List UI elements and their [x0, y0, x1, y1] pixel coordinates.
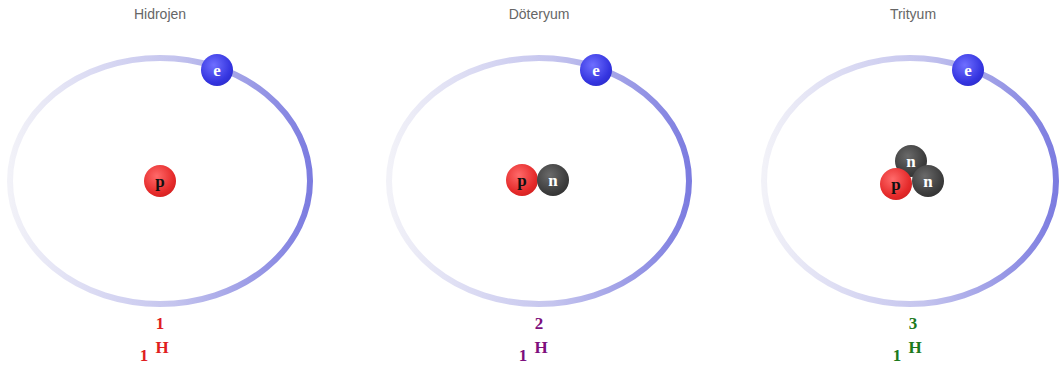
- particle-letter: n: [548, 172, 557, 189]
- particle-letter: p: [891, 176, 900, 193]
- neutron-circle: n: [912, 165, 944, 197]
- atomic-number: 1: [893, 347, 902, 364]
- element-symbol: H: [908, 339, 921, 356]
- atomic-number: 1: [519, 347, 528, 364]
- particle-letter: n: [923, 173, 932, 190]
- orbit-ring: [764, 58, 1056, 304]
- electron-circle: e: [952, 54, 984, 86]
- particle-letter: e: [592, 62, 600, 79]
- proton-circle: p: [144, 165, 176, 197]
- atom-title: Döteryum: [509, 7, 570, 21]
- element-symbol: H: [155, 339, 168, 356]
- particle-letter: e: [213, 62, 221, 79]
- orbit-ring: [389, 58, 689, 304]
- particle-letter: p: [155, 173, 164, 190]
- atomic-number: 1: [140, 347, 149, 364]
- particle-letter: e: [964, 62, 972, 79]
- particle-letter: p: [517, 172, 526, 189]
- electron-circle: e: [580, 54, 612, 86]
- orbit-ring: [10, 58, 310, 304]
- mass-number: 3: [909, 315, 918, 332]
- electron-circle: e: [201, 54, 233, 86]
- mass-number: 1: [156, 315, 165, 332]
- particle-letter: n: [906, 153, 915, 170]
- atom-title: Hidrojen: [134, 7, 186, 21]
- proton-circle: p: [506, 164, 538, 196]
- mass-number: 2: [535, 315, 544, 332]
- proton-circle: p: [880, 168, 912, 200]
- atom-title: Trityum: [890, 7, 936, 21]
- element-symbol: H: [534, 339, 547, 356]
- neutron-circle: n: [537, 164, 569, 196]
